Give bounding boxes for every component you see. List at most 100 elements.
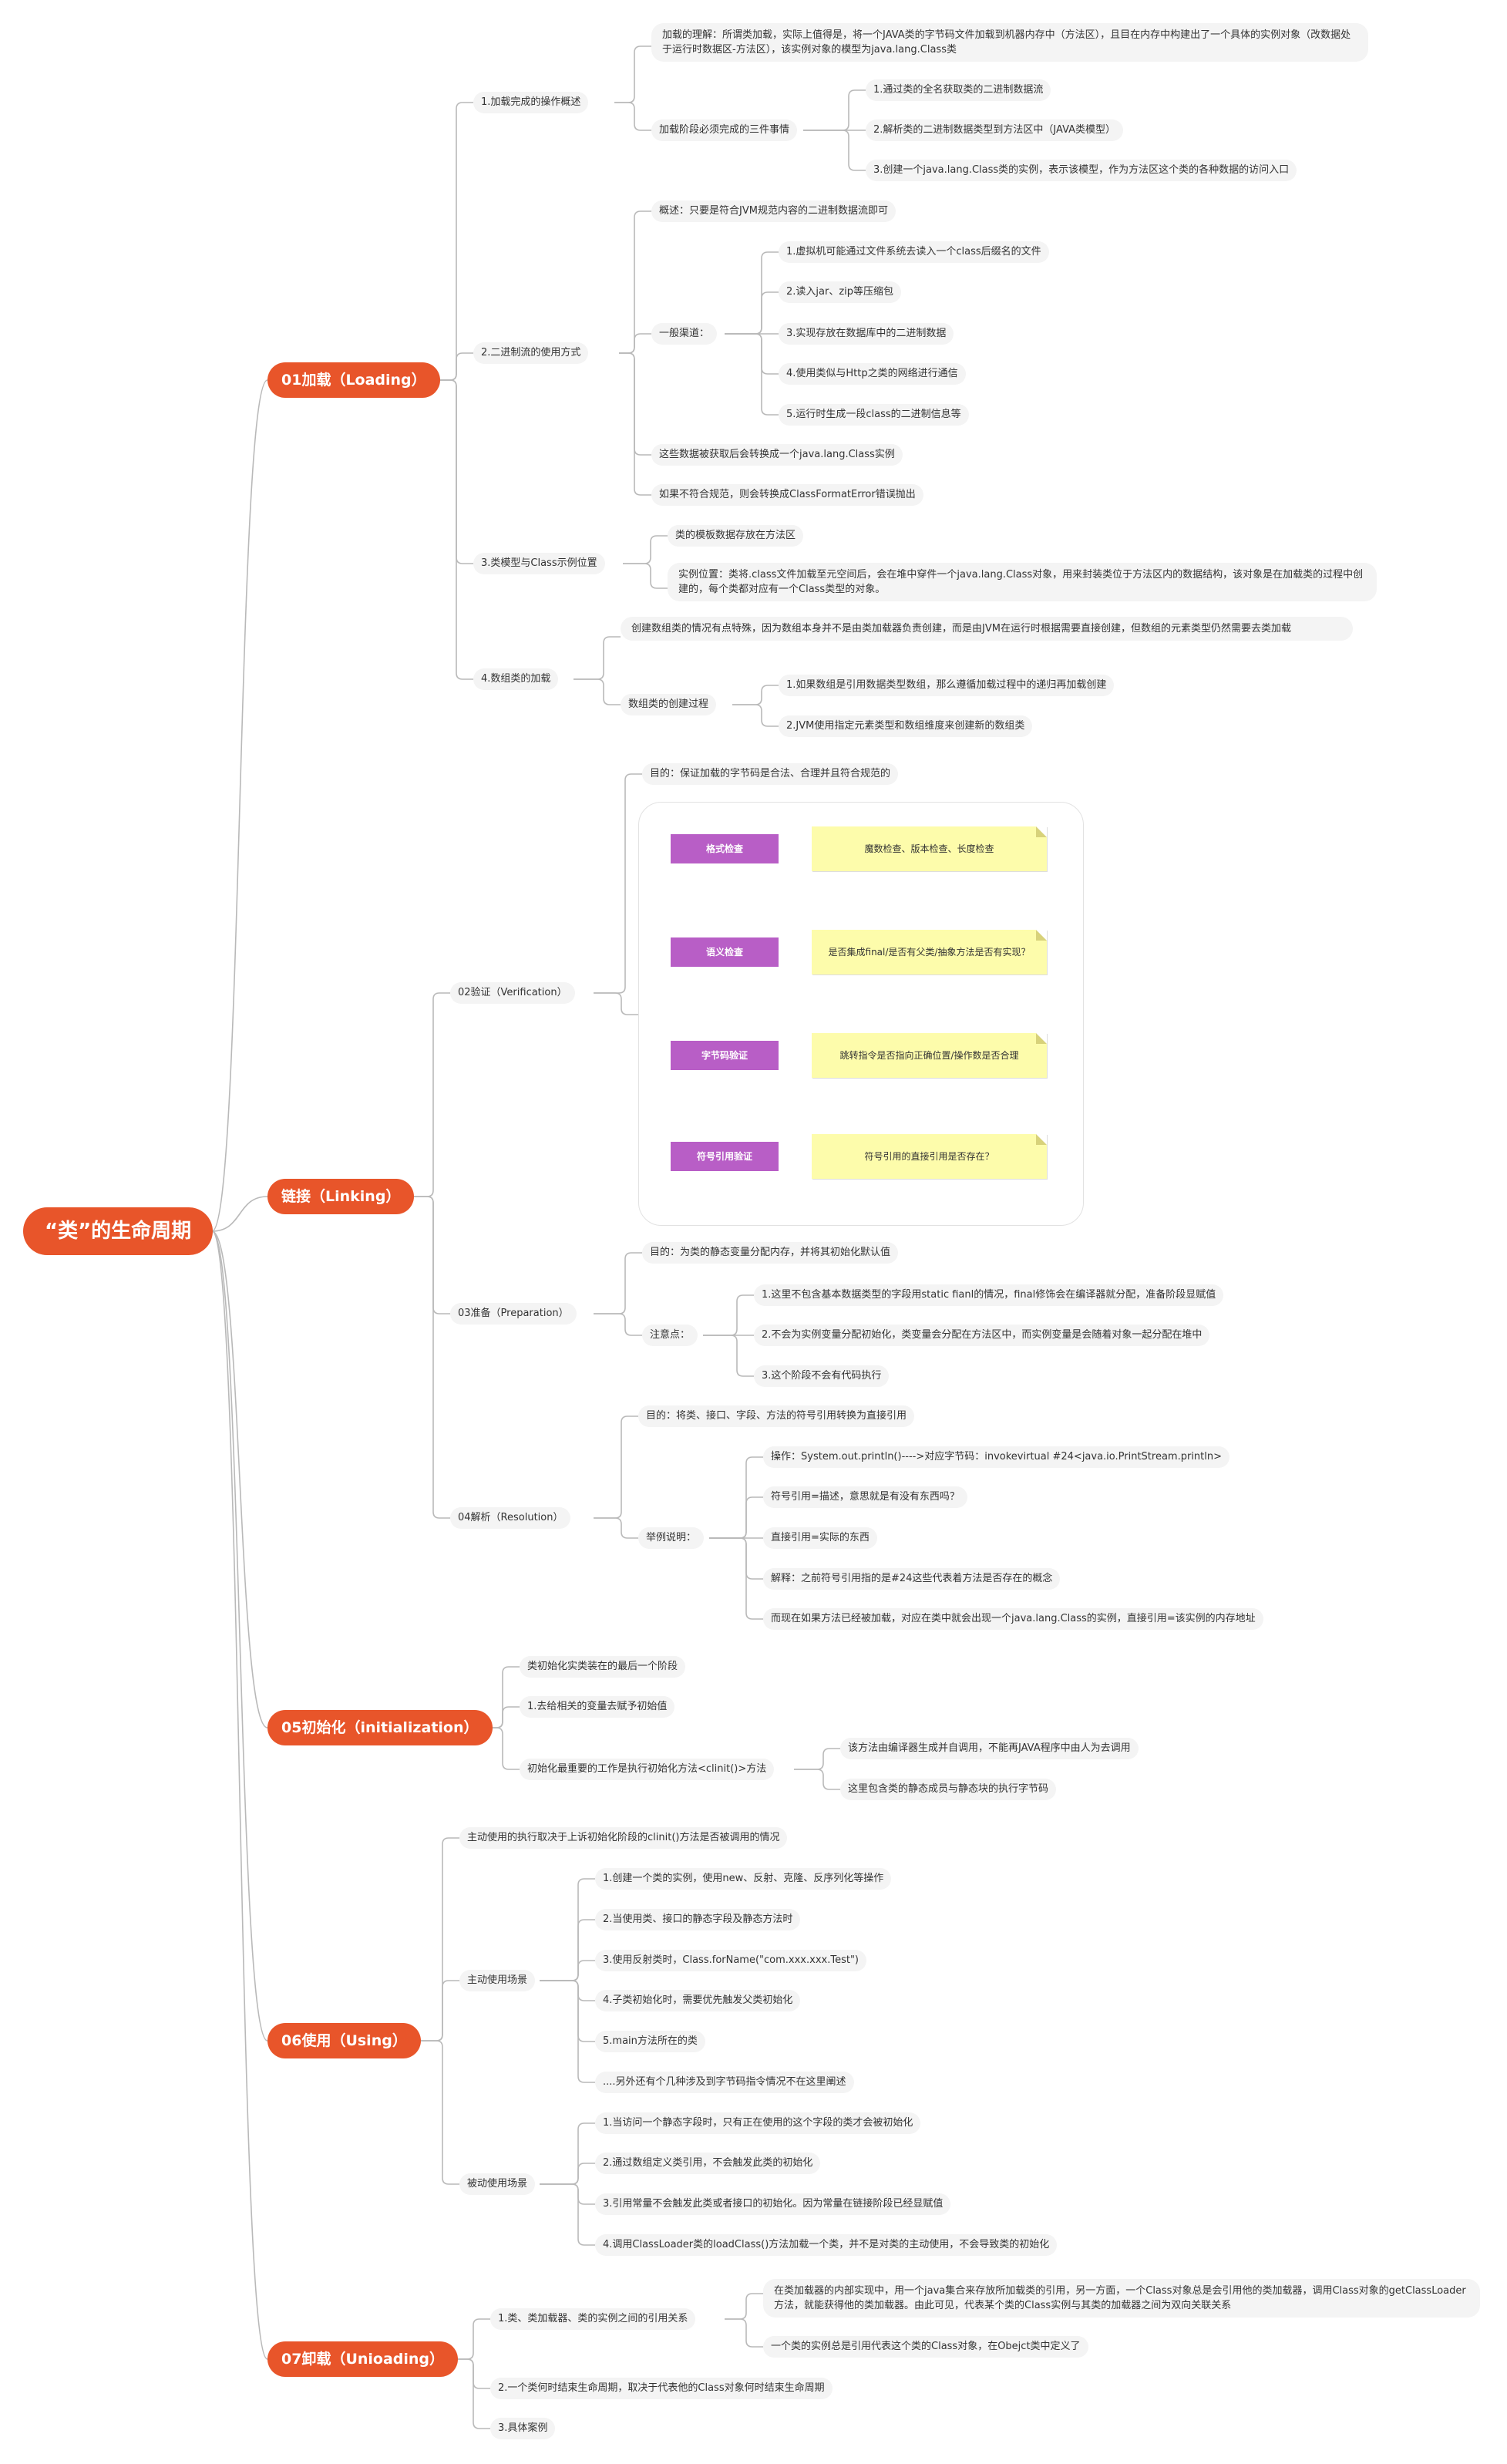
- preparation-note-item[interactable]: 3.这个阶段不会有代码执行: [754, 1365, 890, 1387]
- flow-note: 魔数检查、版本检查、长度检查: [812, 826, 1047, 871]
- linking-verification[interactable]: 02验证（Verification）: [450, 982, 575, 1004]
- array-process-item[interactable]: 1.如果数组是引用数据类型数组，那么遵循加载过程中的递归再加载创建: [779, 675, 1115, 696]
- connector-line: [614, 45, 651, 103]
- connector-line: [703, 1335, 754, 1377]
- preparation-goal[interactable]: 目的：为类的静态变量分配内存，并将其初始化默认值: [642, 1242, 899, 1264]
- flow-step[interactable]: 符号引用验证: [671, 1142, 779, 1171]
- connector-line: [211, 379, 268, 1232]
- resolution-goal[interactable]: 目的：将类、接口、字段、方法的符号引用转换为直接引用: [638, 1405, 915, 1427]
- preparation-note[interactable]: 注意点：: [642, 1325, 698, 1346]
- resolution-example-item[interactable]: 而现在如果方法已经被加载，对应在类中就会出现一个java.lang.Class的…: [763, 1608, 1263, 1630]
- loading-ops[interactable]: 1.加载完成的操作概述: [473, 92, 589, 113]
- note-fold-icon: [1036, 1033, 1047, 1044]
- model-item[interactable]: 类的模板数据存放在方法区: [668, 525, 804, 547]
- linking-resolution[interactable]: 04解析（Resolution）: [450, 1507, 571, 1529]
- connector-line: [540, 2163, 595, 2185]
- section-initialization[interactable]: 05初始化（initialization）: [267, 1710, 493, 1745]
- unloading-case[interactable]: 3.具体案例: [490, 2418, 556, 2439]
- unloading-ref-item[interactable]: 一个类的实例总是引用代表这个类的Class对象，在Obejct类中定义了: [763, 2336, 1088, 2358]
- connector-line: [623, 535, 668, 564]
- connector-line: [574, 678, 621, 705]
- connector-line: [429, 352, 473, 381]
- unloading-end[interactable]: 2.一个类何时结束生命周期，取决于代表他的Class对象何时结束生命周期: [490, 2378, 833, 2399]
- general-item[interactable]: 5.运行时生成一段class的二进制信息等: [779, 404, 969, 426]
- clinit-item[interactable]: 该方法由编译器生成并自调用，不能再JAVA程序中由人为去调用: [840, 1738, 1139, 1759]
- connector-line: [709, 1537, 763, 1580]
- section-unloading[interactable]: 07卸载（Unioading）: [267, 2341, 459, 2377]
- passive-item[interactable]: 1.当访问一个静态字段时，只有正在使用的这个字段的类才会被初始化: [595, 2112, 921, 2134]
- three-things-item[interactable]: 2.解析类的二进制数据类型到方法区中（JAVA类模型）: [866, 119, 1124, 141]
- using-active[interactable]: 主动使用场景: [459, 1970, 536, 1991]
- three-things-item[interactable]: 3.创建一个java.lang.Class类的实例，表示该模型，作为方法区这个类…: [866, 160, 1297, 181]
- loading-understanding[interactable]: 加载的理解：所谓类加载，实际上值得是，将一个JAVA类的字节码文件加载到机器内存…: [651, 23, 1368, 62]
- passive-item[interactable]: 4.调用ClassLoader类的loadClass()方法加载一个类，并不是对…: [595, 2234, 1058, 2256]
- resolution-example-item[interactable]: 直接引用=实际的东西: [763, 1527, 877, 1549]
- passive-item[interactable]: 3.引用常量不会触发此类或者接口的初始化。因为常量在链接阶段已经显赋值: [595, 2193, 951, 2215]
- verification-goal[interactable]: 目的：保证加载的字节码是合法、合理并且符合规范的: [642, 763, 899, 785]
- active-item[interactable]: 3.使用反射类时，Class.forName("com.xxx.xxx.Test…: [595, 1950, 866, 1971]
- note-fold-icon: [1036, 1134, 1047, 1145]
- loading-binary[interactable]: 2.二进制流的使用方式: [473, 342, 589, 364]
- passive-item[interactable]: 2.通过数组定义类引用，不会触发此类的初始化: [595, 2153, 821, 2174]
- binary-general[interactable]: 一般渠道：: [651, 323, 718, 345]
- connector-line: [432, 2358, 490, 2429]
- active-item[interactable]: 4.子类初始化时，需要优先触发父类初始化: [595, 1990, 801, 2011]
- active-item[interactable]: 1.创建一个类的实例，使用new、反射、克隆、反序列化等操作: [595, 1868, 892, 1890]
- using-passive[interactable]: 被动使用场景: [459, 2173, 536, 2195]
- clinit-item[interactable]: 这里包含类的静态成员与静态块的执行字节码: [840, 1779, 1057, 1800]
- loading-three-things[interactable]: 加载阶段必须完成的三件事情: [651, 119, 798, 141]
- connector-line: [429, 102, 473, 381]
- linking-preparation[interactable]: 03准备（Preparation）: [450, 1303, 577, 1325]
- using-main[interactable]: 主动使用的执行取决于上诉初始化阶段的clinit()方法是否被调用的情况: [459, 1827, 788, 1849]
- loading-model[interactable]: 3.类模型与Class示例位置: [473, 553, 605, 574]
- flow-note: 符号引用的直接引用是否存在？: [812, 1134, 1047, 1179]
- unloading-ref-item[interactable]: 在类加载器的内部实现中，用一个java集合来存放所加载类的引用，另一方面，一个C…: [763, 2279, 1480, 2318]
- preparation-note-item[interactable]: 2.不会为实例变量分配初始化，类变量会分配在方法区中，而实例变量是会随着对象一起…: [754, 1325, 1210, 1346]
- binary-error[interactable]: 如果不符合规范，则会转换成ClassFormatError错误抛出: [651, 484, 923, 506]
- flow-step[interactable]: 字节码验证: [671, 1041, 779, 1070]
- connector-line: [619, 352, 651, 496]
- connector-line: [540, 1980, 595, 2042]
- active-item[interactable]: 2.当使用类、接口的静态字段及静态方法时: [595, 1909, 801, 1930]
- unloading-ref[interactable]: 1.类、类加载器、类的实例之间的引用关系: [490, 2308, 696, 2330]
- array-process[interactable]: 数组类的创建过程: [621, 694, 717, 715]
- section-using[interactable]: 06使用（Using）: [267, 2023, 421, 2058]
- general-item[interactable]: 1.虚拟机可能通过文件系统去读入一个class后缀名的文件: [779, 241, 1049, 263]
- general-item[interactable]: 3.实现存放在数据库中的二进制数据: [779, 323, 954, 345]
- preparation-note-item[interactable]: 1.这里不包含基本数据类型的字段用static fianl的情况，final修饰…: [754, 1284, 1224, 1306]
- loading-array[interactable]: 4.数组类的加载: [473, 668, 559, 690]
- connector-line: [540, 2183, 595, 2246]
- array-process-item[interactable]: 2.JVM使用指定元素类型和数组维度来创建新的数组类: [779, 715, 1033, 737]
- resolution-example-item[interactable]: 操作：System.out.println()---->对应字节码：invoke…: [763, 1446, 1230, 1468]
- binary-convert[interactable]: 这些数据被获取后会转换成一个java.lang.Class实例: [651, 444, 903, 466]
- section-linking[interactable]: 链接（Linking）: [267, 1179, 415, 1214]
- resolution-example-item[interactable]: 符号引用=描述，意思就是有没有东西吗？: [763, 1486, 967, 1508]
- resolution-example[interactable]: 举例说明：: [638, 1527, 705, 1549]
- flow-step[interactable]: 格式检查: [671, 834, 779, 863]
- connector-line: [725, 2293, 763, 2320]
- section-loading[interactable]: 01加载（Loading）: [267, 362, 440, 398]
- flow-step[interactable]: 语义检查: [671, 937, 779, 967]
- active-item[interactable]: ....另外还有个几种涉及到字节码指令情况不在这里阐述: [595, 2072, 854, 2093]
- connector-line: [594, 992, 638, 1015]
- connector-line: [725, 333, 779, 416]
- connector-line: [725, 2318, 763, 2348]
- resolution-example-item[interactable]: 解释：之前符号引用指的是#24这些代表着方法是否存在的概念: [763, 1568, 1061, 1590]
- connector-line: [412, 1196, 450, 1314]
- connector-line: [540, 1878, 595, 1981]
- binary-overview[interactable]: 概述：只要是符合JVM规范内容的二进制数据流即可: [651, 200, 896, 222]
- connector-line: [412, 992, 450, 1197]
- root-topic[interactable]: “类”的生命周期: [23, 1207, 214, 1255]
- three-things-item[interactable]: 1.通过类的全名获取类的二进制数据流: [866, 79, 1051, 101]
- init-item[interactable]: 1.去给相关的变量去赋予初始值: [520, 1696, 675, 1718]
- init-clinit[interactable]: 初始化最重要的工作是执行初始化方法<clinit()>方法: [520, 1759, 775, 1780]
- model-item[interactable]: 实例位置：类将.class文件加载至元空间后，会在堆中穿件一个java.lang…: [668, 563, 1377, 601]
- init-item[interactable]: 类初始化实类装在的最后一个阶段: [520, 1656, 686, 1678]
- array-desc[interactable]: 创建数组类的情况有点特殊，因为数组本身并不是由类加载器负责创建，而是由JVM在运…: [621, 617, 1353, 641]
- flow-note: 跳转指令是否指向正确位置/操作数是否合理: [812, 1033, 1047, 1078]
- active-item[interactable]: 5.main方法所在的类: [595, 2031, 705, 2052]
- connector-line: [412, 1196, 450, 1519]
- general-item[interactable]: 4.使用类似与Http之类的网络进行通信: [779, 363, 966, 385]
- general-item[interactable]: 2.读入jar、zip等压缩包: [779, 281, 902, 303]
